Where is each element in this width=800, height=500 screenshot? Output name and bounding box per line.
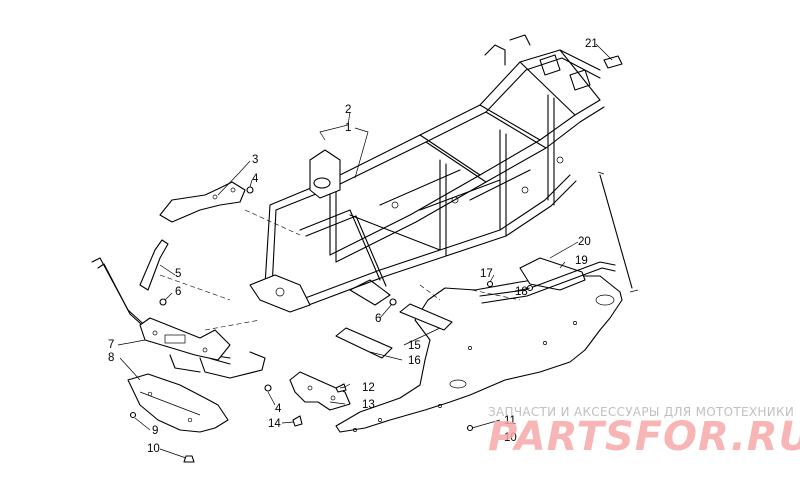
watermark-brand: PARTSFOR.RU bbox=[488, 414, 800, 460]
callout-4: 4 bbox=[275, 403, 282, 415]
fastener-10b bbox=[466, 424, 474, 432]
fastener-10a bbox=[183, 455, 195, 463]
callout-21: 21 bbox=[585, 38, 598, 50]
front-skid-plate bbox=[127, 373, 229, 433]
skid-block-16 bbox=[335, 327, 393, 359]
callout-18: 18 bbox=[515, 286, 528, 298]
callout-5: 5 bbox=[175, 268, 181, 280]
callout-16: 16 bbox=[408, 355, 421, 367]
callout-12: 12 bbox=[362, 382, 375, 394]
callout-6: 6 bbox=[375, 313, 381, 325]
callout-6: 6 bbox=[175, 286, 181, 298]
callout-14: 14 bbox=[268, 418, 281, 430]
fastener-14 bbox=[292, 415, 303, 427]
fastener-6a bbox=[159, 298, 167, 306]
main-frame bbox=[249, 34, 605, 313]
fastener-4a bbox=[246, 186, 254, 194]
callout-1: 1 bbox=[345, 122, 351, 134]
callout-17: 17 bbox=[480, 268, 493, 280]
callout-13: 13 bbox=[362, 399, 375, 411]
callout-19: 19 bbox=[575, 255, 588, 267]
callout-2: 2 bbox=[345, 104, 351, 116]
callout-7: 7 bbox=[108, 339, 114, 351]
rear-bracket bbox=[479, 257, 616, 304]
fastener-6b bbox=[389, 298, 397, 306]
fastener-4b bbox=[264, 384, 272, 392]
label-21 bbox=[603, 55, 623, 69]
front-bumper bbox=[91, 257, 266, 379]
callout-numbers: 2 1 3 4 5 6 7 8 9 10 4 12 13 14 6 15 16 … bbox=[108, 38, 598, 455]
watermark-caption: ЗАПЧАСТИ И АКСЕССУАРЫ ДЛЯ МОТОТЕХНИКИ bbox=[488, 405, 794, 419]
fastener-9 bbox=[129, 411, 137, 419]
watermark: ЗАПЧАСТИ И АКСЕССУАРЫ ДЛЯ МОТОТЕХНИКИ PA… bbox=[488, 405, 800, 460]
callout-3: 3 bbox=[252, 154, 258, 166]
callout-20: 20 bbox=[578, 236, 591, 248]
callout-9: 9 bbox=[152, 425, 158, 437]
front-bracket bbox=[159, 181, 246, 223]
callout-8: 8 bbox=[108, 352, 114, 364]
callout-15: 15 bbox=[408, 340, 421, 352]
support-rod bbox=[597, 171, 639, 293]
front-brace bbox=[139, 239, 169, 291]
callout-10: 10 bbox=[147, 443, 160, 455]
leader-lines bbox=[117, 43, 613, 459]
callout-10: 10 bbox=[504, 432, 517, 444]
skid-block-15 bbox=[399, 303, 453, 331]
fastener-17 bbox=[486, 280, 494, 288]
callout-4: 4 bbox=[252, 173, 259, 185]
callout-11: 11 bbox=[504, 415, 516, 427]
